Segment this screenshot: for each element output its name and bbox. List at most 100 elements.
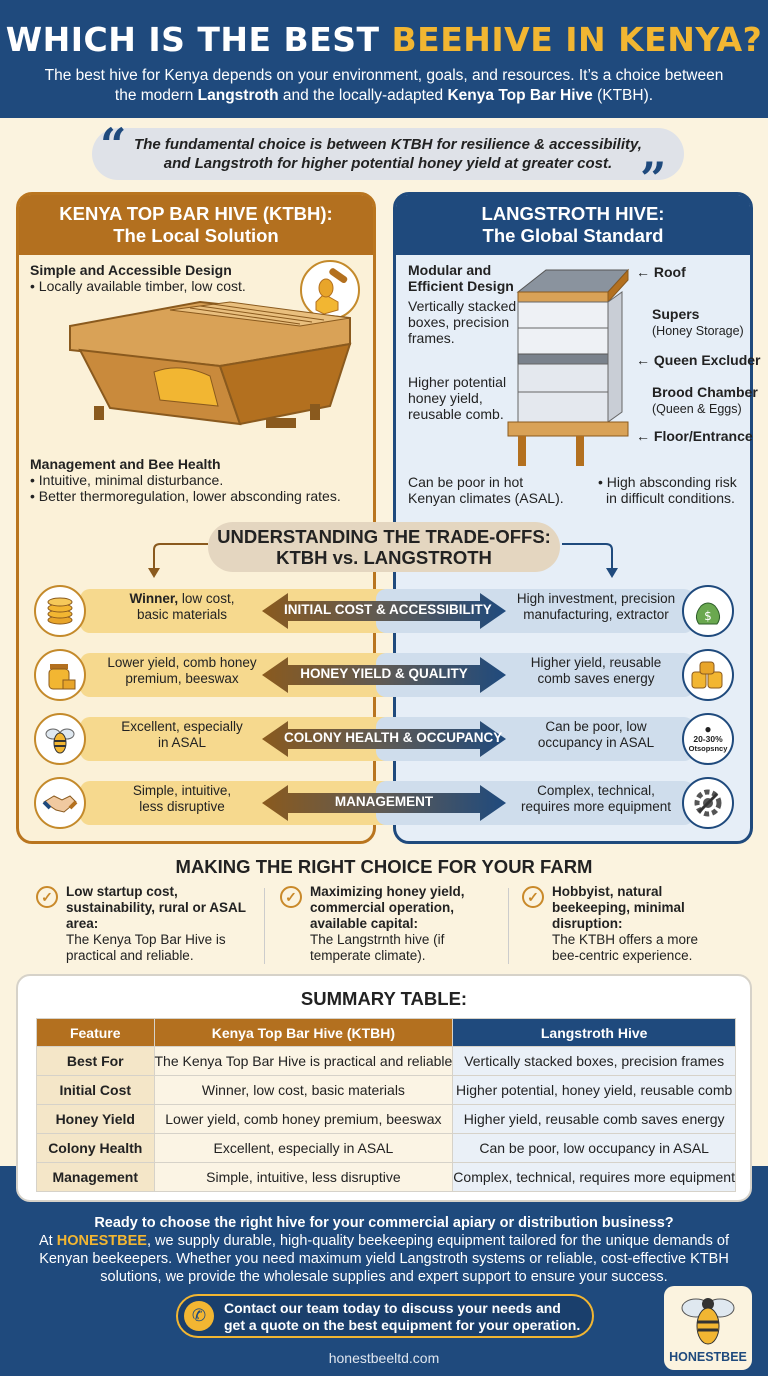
- supers-sub-label: (Honey Storage): [652, 324, 744, 338]
- excluder-label: Queen Excluder: [653, 352, 761, 368]
- subtitle-text-2: and the locally-adapted: [278, 87, 448, 104]
- tradeoffs-title-1: UNDERSTANDING THE TRADE-OFFS:: [217, 526, 551, 547]
- choice-t1: The Kenya Top Bar Hive is: [66, 932, 226, 947]
- ktbh-title: KENYA TOP BAR HIVE (KTBH):: [59, 203, 333, 224]
- label-excluder: ← Queen Excluder: [636, 352, 761, 368]
- langstroth-design-heading-2: Efficient Design: [408, 278, 514, 294]
- ktbh-cell: Simple, intuitive, less disruptive: [153, 1162, 454, 1192]
- honey-jars-icon: [682, 649, 734, 701]
- ktbh-hive-illustration: [69, 300, 352, 428]
- tradeoff-connector-arrows: [148, 543, 618, 578]
- feature-cell: Honey Yield: [36, 1104, 155, 1134]
- honey-dipper-icon: [300, 260, 360, 320]
- double-arrow-icon: [262, 721, 506, 757]
- honey-jar-icon: [34, 649, 86, 701]
- website-link[interactable]: honestbeeltd.com: [328, 1350, 440, 1366]
- langstroth-cell: Higher yield, reusable comb saves energy: [452, 1104, 736, 1134]
- con1-a: Can be poor in hot: [408, 474, 524, 490]
- summary-title: SUMMARY TABLE:: [300, 988, 468, 1009]
- ktbh-panel-header: KENYA TOP BAR HIVE (KTBH): The Local Sol…: [19, 195, 373, 255]
- floor-label: Floor/Entrance: [653, 428, 753, 444]
- langstroth-design-heading-1: Modular and: [408, 262, 492, 278]
- page-subtitle: The best hive for Kenya depends on your …: [0, 66, 768, 106]
- occupancy-badge-icon: ● 20-30% Otsopsncy: [682, 713, 734, 765]
- ktbh-cell: The Kenya Top Bar Hive is practical and …: [153, 1046, 454, 1076]
- check-circle-icon: ✓: [522, 886, 544, 908]
- ktbh-mgmt-heading: Management and Bee Health: [30, 456, 221, 472]
- open-quote-icon: “: [100, 118, 127, 172]
- tradeoff-row-management: Simple, intuitive,less disruptive MANAGE…: [34, 777, 734, 829]
- langstroth-subtitle: The Global Standard: [482, 225, 664, 246]
- choice-divider: [508, 888, 509, 964]
- langstroth-cell: Vertically stacked boxes, precision fram…: [452, 1046, 736, 1076]
- tradeoff-label: INITIAL COST & ACCESSIBILITY: [284, 602, 492, 617]
- langstroth-design: Modular and Efficient Design: [408, 262, 514, 294]
- check-circle-icon: ✓: [36, 886, 58, 908]
- feature-cell: Colony Health: [36, 1133, 155, 1163]
- subtitle-text: The best hive for Kenya depends on your …: [44, 67, 724, 104]
- choice-h2: sustainability, rural or ASAL: [66, 900, 247, 915]
- double-arrow-icon: [262, 657, 506, 693]
- choice-divider: [264, 888, 265, 964]
- footer-at: At: [39, 1233, 57, 1249]
- choice-text: Low startup cost,sustainability, rural o…: [66, 884, 266, 964]
- langstroth-cell: Can be poor, low occupancy in ASAL: [452, 1133, 736, 1163]
- badge-b: Otsopsncy: [688, 744, 728, 753]
- label-brood: Brood Chamber(Queen & Eggs): [652, 384, 758, 417]
- left-a: Simple, intuitive,: [132, 783, 232, 798]
- choice-section-title: MAKING THE RIGHT CHOICE FOR YOUR FARM: [175, 856, 593, 877]
- con2-b: in difficult conditions.: [606, 490, 735, 506]
- tradeoff-left-text: Winner, low cost,basic materials: [84, 591, 280, 623]
- feature-cell: Best For: [36, 1046, 155, 1076]
- subtitle-langstroth: Langstroth: [197, 87, 279, 104]
- ktbh-management: Management and Bee Health • Intuitive, m…: [30, 456, 341, 504]
- choice-t2: bee-centric experience.: [552, 948, 693, 963]
- design-text-2: boxes, precision: [408, 314, 510, 330]
- yield-text-1: Higher potential: [408, 374, 507, 390]
- contact-cta-button[interactable]: ✆ Contact our team today to discuss your…: [176, 1294, 594, 1338]
- langstroth-hive-illustration: [507, 268, 630, 466]
- footer-brand: HONESTBEE: [56, 1233, 147, 1249]
- choice-text: Maximizing honey yield,commercial operat…: [310, 884, 510, 964]
- left-b: premium, beeswax: [125, 671, 239, 686]
- ktbh-mgmt-bullet-2: • Better thermoregulation, lower abscond…: [30, 488, 341, 504]
- footer-lead: Ready to choose the right hive for your …: [94, 1215, 674, 1231]
- choice-t2: temperate climate).: [310, 948, 426, 963]
- con1-b: Kenyan climates (ASAL).: [408, 490, 564, 506]
- phone-icon: ✆: [184, 1301, 214, 1331]
- check-circle-icon: ✓: [280, 886, 302, 908]
- quote-line-1: The fundamental choice is between KTBH f…: [134, 136, 642, 153]
- column-header-ktbh: Kenya Top Bar Hive (KTBH): [153, 1018, 454, 1047]
- left-b: less disruptive: [139, 799, 225, 814]
- choice-t1: The Langstrnth hive (if: [310, 932, 445, 947]
- langstroth-con-1: Can be poor in hot Kenyan climates (ASAL…: [408, 474, 564, 506]
- tradeoff-label: HONEY YIELD & QUALITY: [300, 666, 468, 681]
- choice-h2: beekeeping, minimal: [552, 900, 685, 915]
- quote-line-2: and Langstroth for higher potential hone…: [163, 155, 613, 172]
- design-text-1: Vertically stacked: [408, 298, 517, 314]
- langstroth-con-2: • High absconding risk in difficult cond…: [598, 474, 737, 506]
- ktbh-design-bullet: • Locally available timber, low cost.: [30, 278, 246, 294]
- money-bag-icon: $: [682, 585, 734, 637]
- brood-label: Brood Chamber: [652, 384, 758, 400]
- footer-body: , we supply durable, high-quality beekee…: [39, 1233, 729, 1285]
- coins-icon: [34, 585, 86, 637]
- ktbh-cell: Lower yield, comb honey premium, beeswax: [153, 1104, 454, 1134]
- left-a: Excellent, especially: [121, 719, 243, 734]
- tradeoff-label: MANAGEMENT: [334, 794, 434, 809]
- choice-h3: area:: [66, 916, 99, 931]
- logo-bee-icon: [681, 1298, 735, 1345]
- langstroth-cell: Higher potential, honey yield, reusable …: [452, 1075, 736, 1105]
- title-part-1: WHICH IS THE BEST: [5, 20, 392, 59]
- column-header-feature: Feature: [36, 1018, 155, 1047]
- supers-label: Supers: [652, 306, 700, 322]
